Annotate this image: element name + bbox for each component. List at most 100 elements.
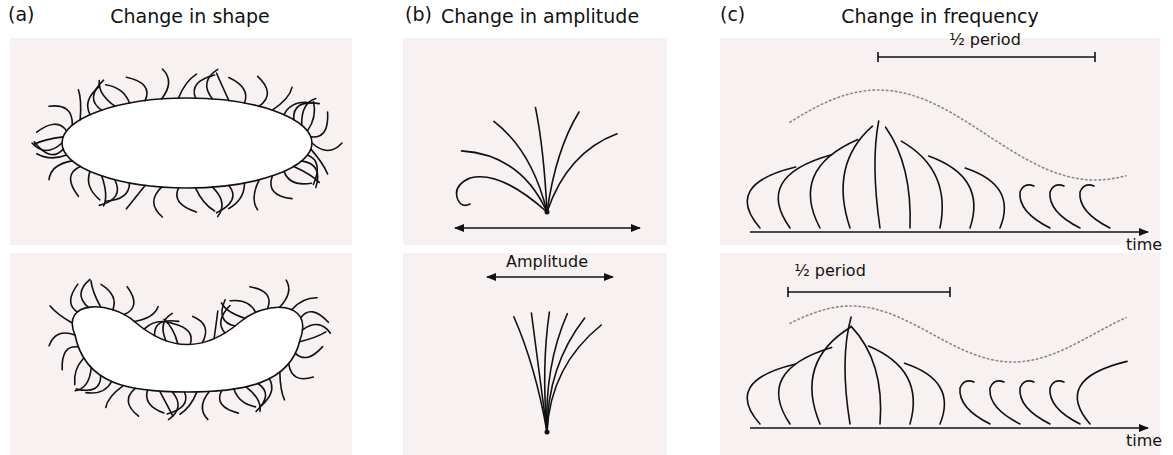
- cilium: [254, 180, 259, 210]
- cilium: [71, 284, 78, 312]
- cilium: [147, 390, 164, 413]
- cilium: [990, 381, 1020, 424]
- cilium: [292, 298, 317, 310]
- panel-background: [10, 38, 352, 245]
- cilium: [124, 287, 134, 315]
- period-bracket: [878, 56, 1095, 58]
- panel-letter: (c): [720, 4, 745, 26]
- cilium: [217, 73, 229, 100]
- cilium: [547, 134, 617, 212]
- cilium: [154, 187, 163, 217]
- cilium: [62, 347, 78, 370]
- cilium: [101, 284, 114, 309]
- cilium: [307, 102, 314, 131]
- cilium: [126, 77, 147, 100]
- cilium: [1050, 381, 1080, 424]
- time-axis: [750, 427, 1148, 429]
- cilium: [193, 316, 206, 342]
- cilium-base: [545, 210, 550, 215]
- cilium: [457, 177, 548, 212]
- cilium: [547, 314, 568, 432]
- cilium: [300, 332, 326, 342]
- cilium: [217, 185, 233, 212]
- cilium: [845, 317, 851, 424]
- cilium: [280, 372, 285, 400]
- panel-letter: (b): [405, 4, 432, 26]
- cilium: [271, 176, 292, 199]
- panel-background: [403, 253, 667, 455]
- cilium: [134, 307, 158, 322]
- cilium: [106, 386, 123, 408]
- cilium: [901, 141, 942, 228]
- cilium: [234, 389, 256, 407]
- cilium: [965, 168, 1004, 228]
- cilium: [547, 325, 601, 432]
- cilium: [294, 166, 319, 182]
- cilium: [128, 388, 138, 416]
- cilium: [1020, 185, 1050, 228]
- cilium: [88, 171, 99, 199]
- cilium: [1050, 185, 1080, 228]
- cilium: [32, 143, 62, 151]
- cilium: [196, 188, 215, 211]
- cilium: [214, 311, 218, 339]
- period-bracket: [787, 287, 789, 297]
- cilium: [49, 161, 72, 180]
- cilium: [929, 156, 974, 228]
- cilium: [164, 319, 178, 343]
- cilium: [778, 155, 831, 228]
- cilium: [250, 287, 269, 309]
- cilium: [886, 127, 911, 228]
- cilium: [50, 306, 72, 323]
- cilium: [301, 312, 329, 323]
- cilium: [747, 364, 795, 424]
- cilium-base: [545, 430, 550, 435]
- cilium: [1020, 381, 1050, 424]
- panel-title: Change in shape: [110, 6, 269, 28]
- panel-letter: (a): [8, 4, 34, 26]
- cilium: [869, 346, 914, 424]
- cilium: [91, 281, 101, 307]
- cilium: [162, 69, 169, 99]
- cilium: [229, 78, 246, 104]
- time-axis: [750, 231, 1148, 233]
- period-bracket: [877, 52, 879, 62]
- cilium: [311, 149, 328, 174]
- panel-background: [403, 38, 667, 245]
- envelope-curve: [790, 90, 1126, 180]
- cilium: [102, 176, 106, 206]
- cilium: [905, 363, 945, 424]
- cilium: [295, 347, 322, 358]
- cilium: [779, 347, 832, 424]
- period-label: ½ period: [949, 31, 1021, 49]
- axis-label: time: [1126, 236, 1162, 254]
- panel-title: Change in frequency: [841, 6, 1038, 28]
- cilium: [311, 112, 328, 137]
- cell-body: [72, 307, 303, 392]
- cilium: [194, 75, 214, 98]
- axis-label: time: [1126, 432, 1162, 450]
- amplitude-arrow: [455, 227, 640, 229]
- cilium: [960, 381, 990, 424]
- cilium: [272, 87, 292, 110]
- cilium: [312, 143, 342, 151]
- panel-background: [720, 38, 1160, 245]
- cilium: [547, 318, 585, 432]
- cilium: [180, 392, 197, 414]
- cilium: [75, 358, 84, 385]
- cell-body: [62, 98, 312, 188]
- cilium: [462, 151, 547, 212]
- cilium: [37, 124, 67, 132]
- cilium: [172, 323, 191, 344]
- cilium: [229, 183, 245, 209]
- period-bracket: [949, 287, 951, 297]
- cilium: [81, 279, 90, 307]
- cilium: [49, 106, 72, 125]
- period-label: ½ period: [794, 262, 866, 280]
- cilium: [284, 171, 312, 184]
- panel-background: [720, 253, 1160, 455]
- panel-title: Change in amplitude: [441, 6, 639, 28]
- cilium: [34, 137, 63, 144]
- cilium: [75, 368, 91, 391]
